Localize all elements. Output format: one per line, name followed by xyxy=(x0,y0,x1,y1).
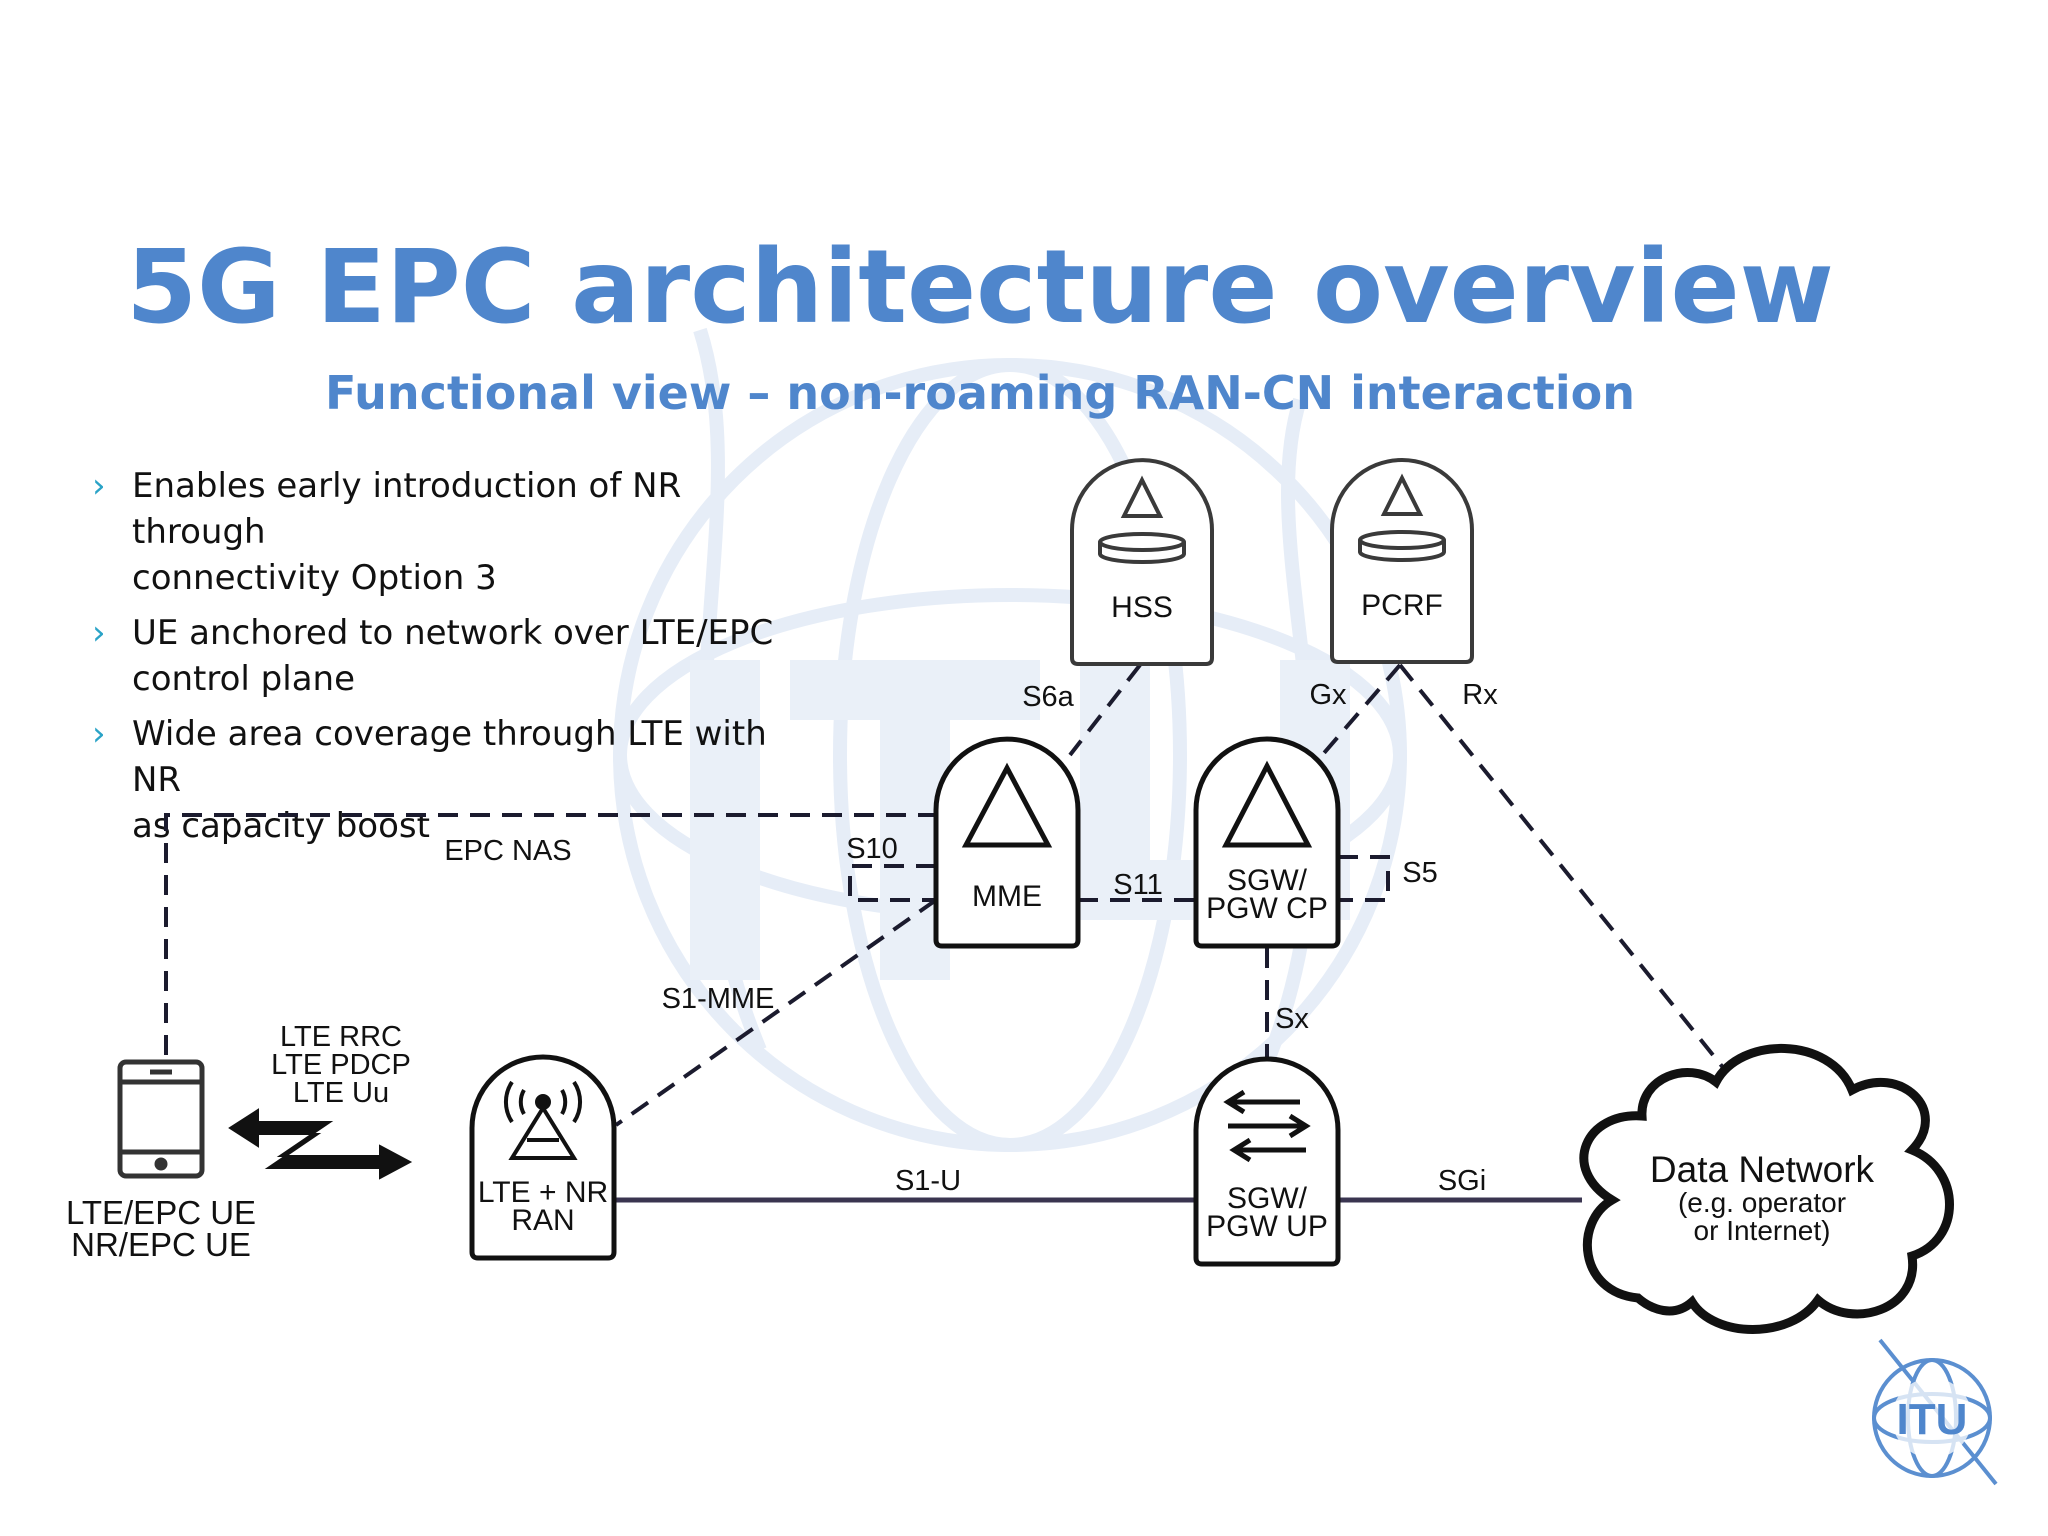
radio-label-1: LTE RRC xyxy=(280,1021,402,1053)
itu-logo-text: ITU xyxy=(1897,1395,1968,1444)
sgw-pgw-up-node[interactable]: SGW/ PGW UP xyxy=(1193,1056,1341,1267)
pcrf-label: PCRF xyxy=(1361,589,1443,622)
slide-subtitle: Functional view – non-roaming RAN-CN int… xyxy=(325,366,1635,420)
s1-mme-link xyxy=(614,898,938,1127)
triangle-icon xyxy=(1380,473,1424,516)
ue-label-1: LTE/EPC UE xyxy=(66,1194,256,1231)
ue-phone-icon[interactable] xyxy=(117,1059,205,1179)
gx-link xyxy=(1316,663,1402,762)
bullet-line: as capacity boost xyxy=(132,806,430,846)
rx-label: Rx xyxy=(1462,679,1498,711)
s5-loop xyxy=(1338,855,1390,902)
data-network-label: Data Network xyxy=(1650,1149,1875,1190)
triangle-icon xyxy=(1120,475,1164,518)
hss-node[interactable]: HSS xyxy=(1070,458,1214,666)
s10-label: S10 xyxy=(846,833,898,865)
slide-title: 5G EPC architecture overview xyxy=(126,228,1834,347)
bullet-line: Enables early introduction of NR through xyxy=(132,466,682,552)
s10-loop xyxy=(848,864,936,902)
ran-node[interactable]: LTE + NR RAN xyxy=(469,1054,617,1261)
database-icon xyxy=(1098,532,1186,564)
s11-label: S11 xyxy=(1113,869,1162,901)
triangle-icon xyxy=(1221,760,1313,848)
triangle-icon xyxy=(961,762,1053,848)
radio-label-2: LTE PDCP xyxy=(271,1049,411,1081)
chevron-icon: › xyxy=(92,466,106,506)
sgw-cp-label-2: PGW CP xyxy=(1206,892,1328,925)
antenna-tower-icon xyxy=(504,1080,582,1160)
bullet-line: Wide area coverage through LTE with NR xyxy=(132,714,767,800)
s1-mme-label: S1-MME xyxy=(662,983,775,1015)
data-network-cloud[interactable]: Data Network (e.g. operator or Internet) xyxy=(1579,1043,1954,1334)
ran-label-2: RAN xyxy=(511,1204,574,1237)
sgw-pgw-cp-node[interactable]: SGW/ PGW CP xyxy=(1193,736,1341,949)
sgw-up-label-1: SGW/ xyxy=(1227,1182,1308,1215)
rx-link xyxy=(1398,663,1727,1072)
pcrf-node[interactable]: PCRF xyxy=(1330,458,1474,664)
hss-label: HSS xyxy=(1111,591,1173,624)
ue-label-2: NR/EPC UE xyxy=(71,1226,251,1263)
data-network-sublabel-2: or Internet) xyxy=(1694,1215,1831,1246)
radio-link-icon xyxy=(228,1108,413,1180)
bullet-list: › Enables early introduction of NR throu… xyxy=(92,463,812,858)
swap-arrows-icon xyxy=(1223,1089,1311,1163)
mme-node[interactable]: MME xyxy=(933,736,1081,949)
bullet-line: connectivity Option 3 xyxy=(132,558,497,598)
itu-logo: ITU xyxy=(1872,1338,1998,1486)
gx-label: Gx xyxy=(1309,679,1347,711)
bullet-item: › Enables early introduction of NR throu… xyxy=(92,463,812,601)
bullet-item: › UE anchored to network over LTE/EPC co… xyxy=(92,610,812,702)
s5-label: S5 xyxy=(1402,857,1437,889)
radio-label-3: LTE Uu xyxy=(293,1077,389,1109)
database-icon xyxy=(1358,530,1446,562)
bullet-line: control plane xyxy=(132,659,355,699)
bullet-line: UE anchored to network over LTE/EPC xyxy=(132,613,774,653)
sgw-up-label-2: PGW UP xyxy=(1206,1210,1328,1243)
epc-nas-label: EPC NAS xyxy=(444,835,571,867)
sgi-label: SGi xyxy=(1438,1165,1486,1197)
chevron-icon: › xyxy=(92,613,106,653)
s6a-link xyxy=(1068,663,1142,757)
chevron-icon: › xyxy=(92,714,106,754)
bullet-item: › Wide area coverage through LTE with NR… xyxy=(92,711,812,849)
mme-label: MME xyxy=(972,880,1042,913)
s6a-label: S6a xyxy=(1022,681,1074,713)
sgw-cp-label-1: SGW/ xyxy=(1227,864,1308,897)
ran-label-1: LTE + NR xyxy=(478,1176,608,1209)
sx-label: Sx xyxy=(1275,1003,1309,1035)
s1-u-label: S1-U xyxy=(895,1165,961,1197)
data-network-sublabel-1: (e.g. operator xyxy=(1678,1187,1846,1218)
epc-nas-link xyxy=(164,813,936,1055)
